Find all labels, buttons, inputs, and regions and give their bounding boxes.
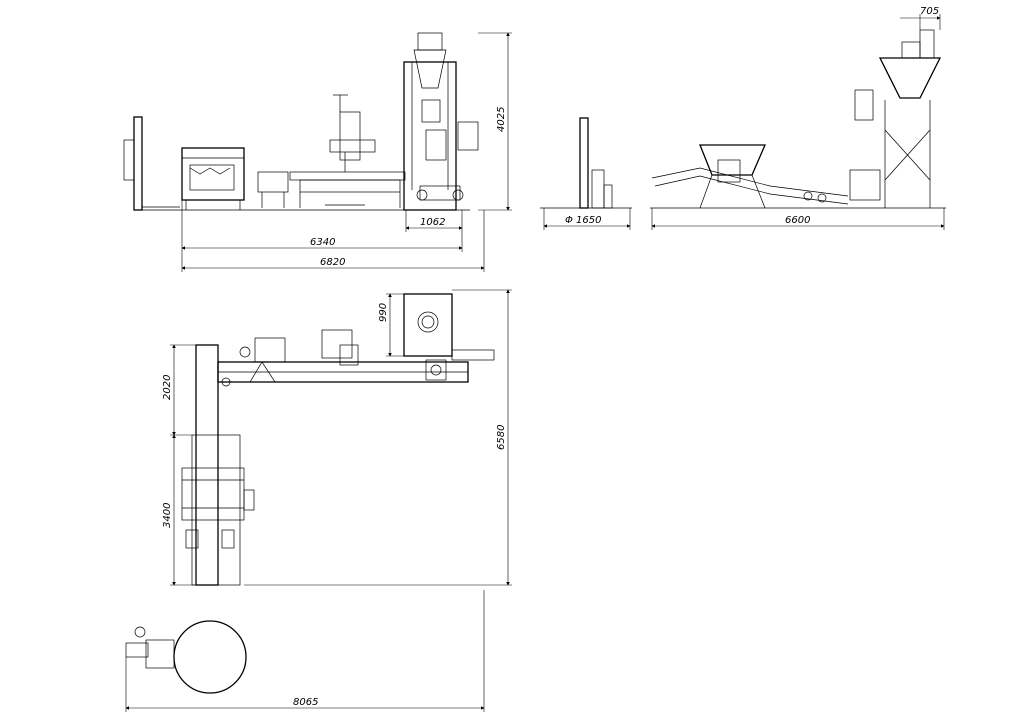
- front-height-dim: 4025: [496, 107, 507, 132]
- front-width-dim-1062: 1062: [420, 217, 445, 228]
- side-view-small: Φ 1650: [540, 117, 632, 230]
- plan-width-dim: 8065: [293, 697, 318, 708]
- round-table-view: 8065: [125, 590, 485, 712]
- side-large-width-dim: 6600: [785, 215, 810, 226]
- plan-left-dim-lower: 3400: [162, 503, 173, 528]
- front-elevation-view: 4025 1062 6340 6820: [123, 32, 512, 272]
- side-large-top-dim: 705: [920, 6, 939, 17]
- side-small-diameter-dim: Φ 1650: [565, 215, 602, 226]
- side-view-large: 705 6600: [650, 6, 946, 230]
- plan-left-dim-upper: 2020: [162, 375, 173, 400]
- plan-height-dim: 6580: [496, 425, 507, 450]
- front-width-dim-6820: 6820: [320, 257, 345, 268]
- plan-view: 990 2020 3400 6580: [162, 289, 512, 586]
- plan-hopper-dim: 990: [378, 303, 389, 322]
- front-width-dim-6340: 6340: [310, 237, 335, 248]
